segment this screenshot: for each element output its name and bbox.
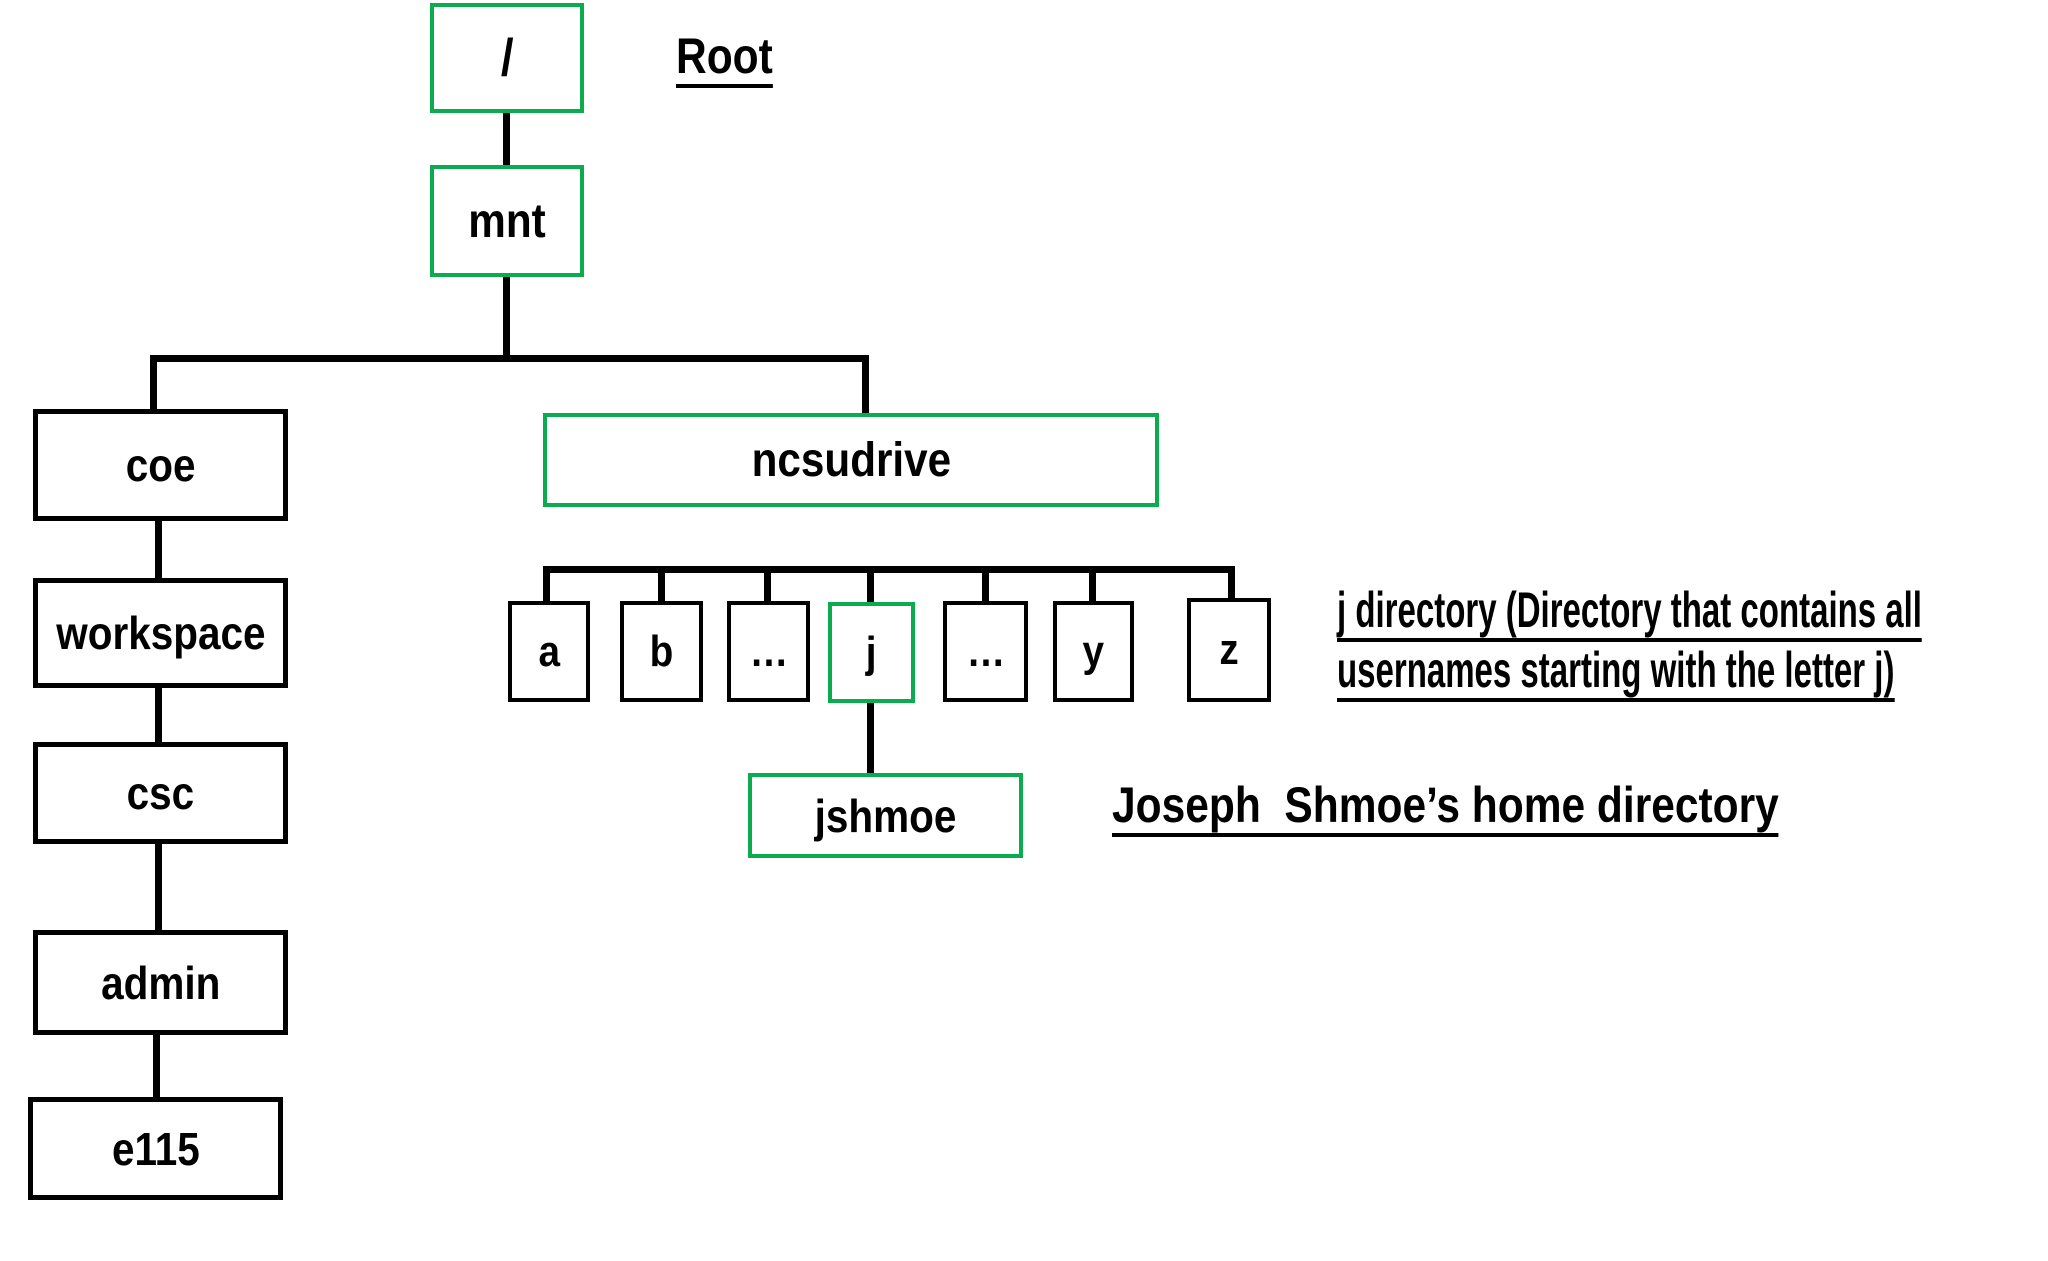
node-letter-ellipsis-1: … — [727, 601, 810, 702]
node-letter-b: b — [620, 601, 703, 702]
root-annotation: Root — [676, 31, 773, 88]
connector-branch-ncsudrive — [862, 355, 869, 413]
connector-csc-admin — [155, 844, 162, 930]
node-letter-z: z — [1187, 598, 1271, 702]
j-directory-annotation: j directory (Directory that contains all… — [1337, 585, 1922, 705]
node-root: / — [430, 3, 584, 113]
node-csc: csc — [33, 742, 288, 844]
home-directory-annotation-text: Joseph Shmoe’s home directory — [1112, 780, 1779, 837]
j-directory-annotation-line2: usernames starting with the letter j) — [1337, 645, 1895, 702]
node-letter-a: a — [508, 601, 590, 702]
node-mnt-label: mnt — [468, 194, 546, 248]
connector-branch-coe — [150, 355, 157, 409]
node-letter-j: j — [828, 602, 915, 703]
connector-workspace-csc — [155, 688, 162, 742]
connector-j-jshmoe — [867, 703, 874, 773]
node-admin: admin — [33, 930, 288, 1035]
node-letter-j-label: j — [866, 627, 877, 677]
node-ncsudrive: ncsudrive — [543, 413, 1159, 507]
node-admin-label: admin — [100, 956, 221, 1009]
node-letter-z-label: z — [1219, 625, 1239, 674]
connector-rail-z — [1228, 566, 1235, 598]
letters-rail — [543, 566, 1235, 573]
connector-root-mnt — [503, 113, 510, 165]
j-directory-annotation-line1: j directory (Directory that contains all — [1337, 585, 1922, 642]
node-workspace-label: workspace — [55, 607, 266, 659]
root-annotation-text: Root — [676, 31, 773, 88]
node-jshmoe-label: jshmoe — [814, 789, 957, 842]
connector-rail-ellipsis-1 — [764, 566, 771, 603]
node-letter-ellipsis-2: … — [943, 601, 1028, 702]
node-workspace: workspace — [33, 578, 288, 688]
node-letter-b-label: b — [649, 626, 674, 676]
node-e115-label: e115 — [111, 1122, 200, 1175]
node-letter-ellipsis-1-label: … — [749, 626, 788, 676]
node-coe: coe — [33, 409, 288, 521]
node-letter-ellipsis-2-label: … — [966, 626, 1005, 676]
connector-rail-b — [658, 566, 665, 603]
node-mnt: mnt — [430, 165, 584, 277]
node-coe-label: coe — [125, 439, 196, 491]
connector-rail-y — [1089, 566, 1096, 603]
node-ncsudrive-label: ncsudrive — [751, 433, 951, 487]
connector-admin-e115 — [153, 1035, 160, 1097]
connector-mnt-branch — [503, 277, 510, 355]
node-csc-label: csc — [126, 767, 195, 819]
node-root-label: / — [500, 29, 514, 87]
node-jshmoe: jshmoe — [748, 773, 1023, 858]
connector-rail-ellipsis-2 — [982, 566, 989, 603]
node-letter-y: y — [1053, 601, 1134, 702]
node-letter-a-label: a — [538, 626, 560, 676]
home-directory-annotation: Joseph Shmoe’s home directory — [1112, 780, 1779, 837]
node-letter-y-label: y — [1082, 626, 1105, 676]
node-e115: e115 — [28, 1097, 283, 1200]
branch-rail — [150, 355, 869, 362]
connector-coe-workspace — [155, 521, 162, 578]
connector-rail-j — [867, 566, 874, 603]
connector-rail-a — [543, 566, 550, 603]
